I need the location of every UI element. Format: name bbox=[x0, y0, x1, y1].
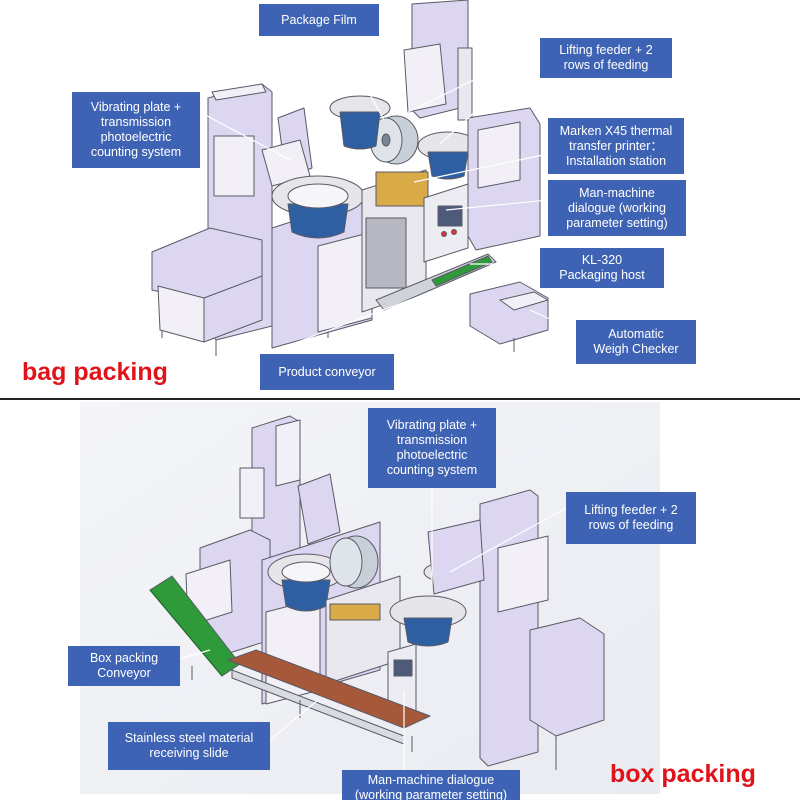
top-leader-lines bbox=[195, 35, 575, 357]
label-weigh-checker: Automatic Weigh Checker bbox=[576, 320, 696, 364]
label-lifting-feeder-bottom: Lifting feeder + 2 rows of feeding bbox=[566, 492, 696, 544]
label-box-conveyor: Box packing Conveyor bbox=[68, 646, 180, 686]
label-man-machine-top: Man-machine dialogue (working parameter … bbox=[548, 180, 686, 236]
title-box-packing: box packing bbox=[610, 760, 756, 788]
title-bag-packing: bag packing bbox=[22, 358, 168, 386]
label-package-film: Package Film bbox=[259, 4, 379, 36]
label-packaging-host: KL-320 Packaging host bbox=[540, 248, 664, 288]
label-vibrating-plate: Vibrating plate + transmission photoelec… bbox=[72, 92, 200, 168]
label-product-conveyor: Product conveyor bbox=[260, 354, 394, 390]
bag-packing-machine bbox=[151, 0, 549, 356]
label-receiving-slide: Stainless steel material receiving slide bbox=[108, 722, 270, 770]
section-divider bbox=[0, 398, 800, 400]
box-packing-machine bbox=[149, 415, 605, 770]
label-vibrating-plate-bottom: Vibrating plate + transmission photoelec… bbox=[368, 408, 496, 488]
label-thermal-printer: Marken X45 thermal transfer printer： Ins… bbox=[548, 118, 684, 174]
label-man-machine-bottom: Man-machine dialogue (working parameter … bbox=[342, 770, 520, 800]
label-lifting-feeder: Lifting feeder + 2 rows of feeding bbox=[540, 38, 672, 78]
